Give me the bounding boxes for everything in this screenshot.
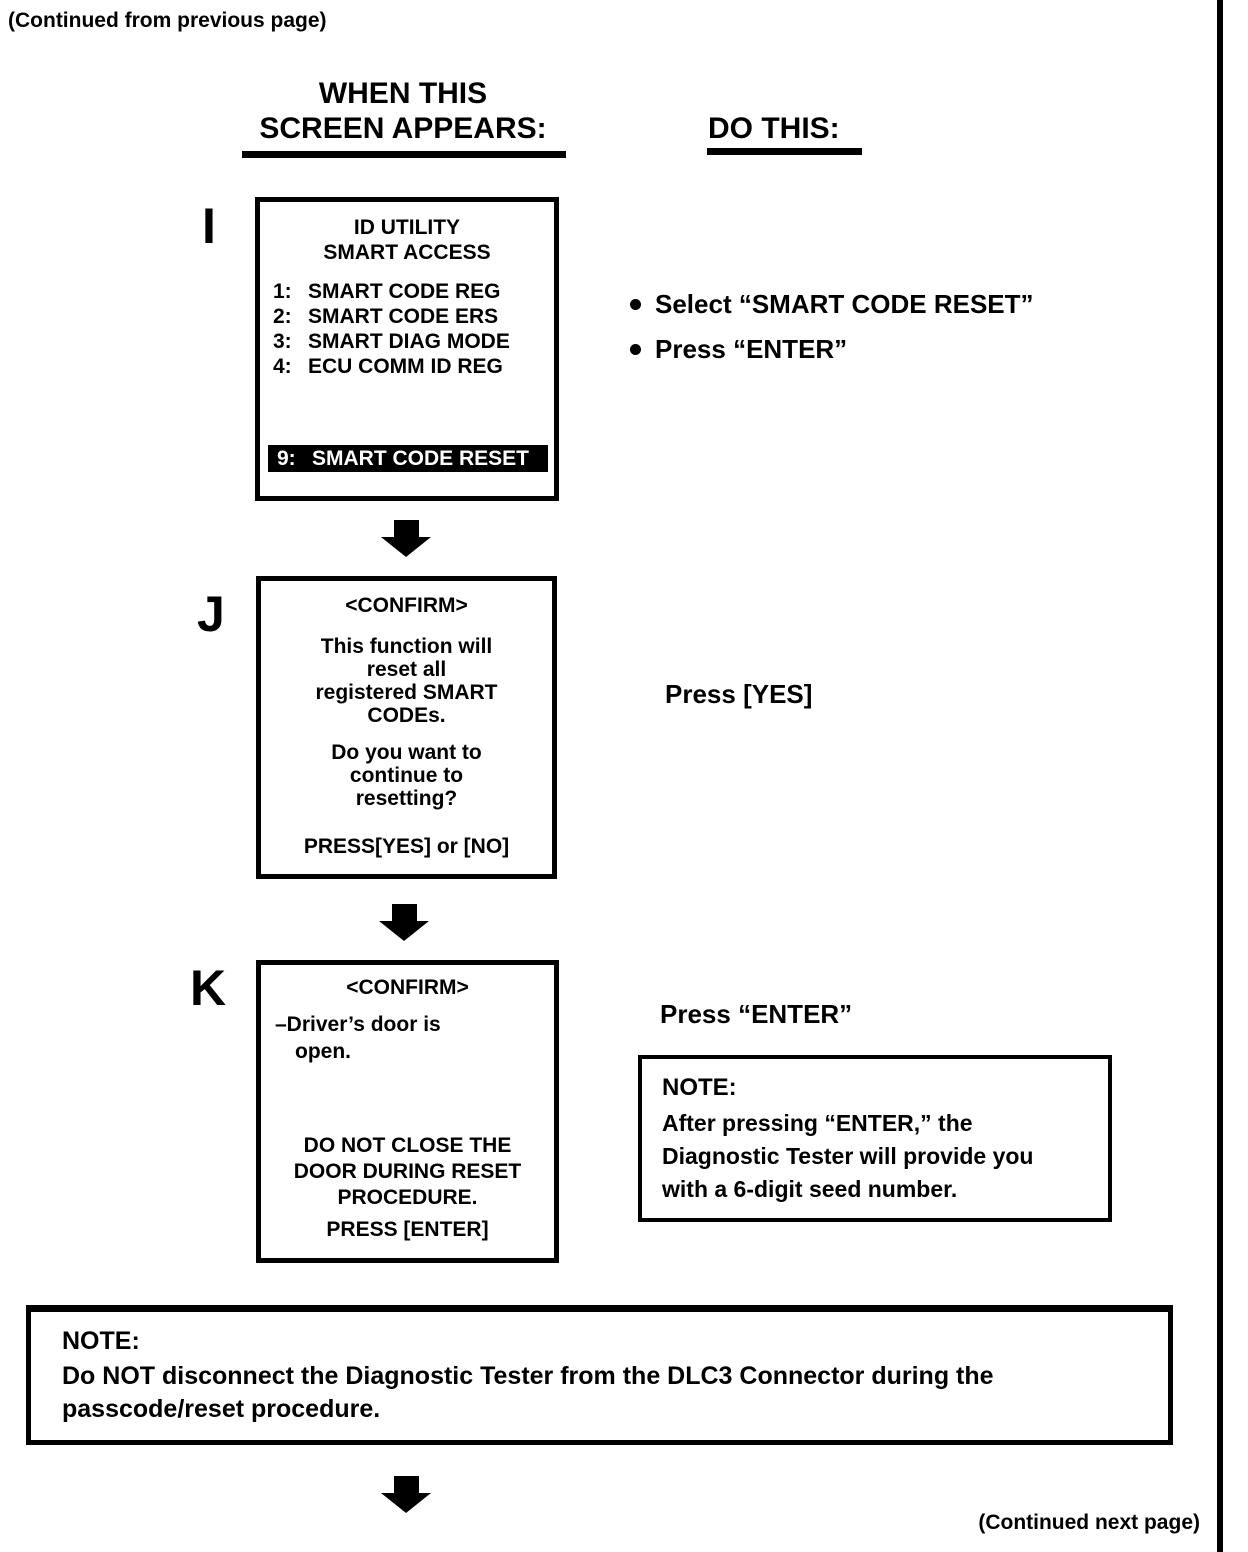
do-header-underline <box>707 148 862 155</box>
step-label-i: I <box>202 198 216 254</box>
screen-k-heading: <CONFIRM> <box>346 976 469 999</box>
screen-i-title: ID UTILITY SMART ACCESS <box>260 202 554 265</box>
screen-j-heading: <CONFIRM> <box>345 594 468 617</box>
screen-text-line: open. <box>295 1040 351 1063</box>
column-header-when: WHEN THIS SCREEN APPEARS: <box>240 76 566 146</box>
screen-text-line: This function will <box>320 635 493 658</box>
menu-item-highlighted: 9: SMART CODE RESET <box>268 445 548 472</box>
down-arrow-icon <box>381 520 431 557</box>
note-title: NOTE: <box>662 1074 737 1101</box>
screen-i-title-line1: ID UTILITY <box>353 216 461 239</box>
menu-item-label: ECU COMM ID REG <box>308 355 503 378</box>
tester-screen-k: <CONFIRM> –Driver’s door is open. DO NOT… <box>256 960 559 1263</box>
step-k-instruction: Press “ENTER” <box>660 999 853 1029</box>
menu-item-label: SMART CODE ERS <box>308 305 499 328</box>
screen-text-line: PROCEDURE. <box>337 1186 478 1209</box>
note-body: Do NOT disconnect the Diagnostic Tester … <box>62 1360 1168 1426</box>
screen-k-footer: PRESS [ENTER] <box>326 1218 489 1241</box>
screen-k-status: –Driver’s door is open. <box>261 1011 554 1065</box>
note-text-line: Diagnostic Tester will provide you <box>662 1143 1034 1169</box>
screen-text-line: registered SMART <box>315 681 498 704</box>
screen-i-title-line2: SMART ACCESS <box>323 241 491 264</box>
page-edge-line <box>1217 0 1223 1552</box>
menu-item: 1: SMART CODE REG <box>273 279 554 304</box>
bullet-dot-icon <box>630 344 641 355</box>
screen-text-line: CODEs. <box>367 704 446 727</box>
instruction-text: Select “SMART CODE RESET” <box>655 289 1034 319</box>
screen-text-line: reset all <box>366 658 447 681</box>
when-header-underline <box>242 151 566 158</box>
menu-item: 4: ECU COMM ID REG <box>273 354 554 379</box>
menu-item-label: SMART CODE REG <box>308 280 501 303</box>
screen-text-line: continue to <box>349 764 464 787</box>
screen-j-message-2: Do you want to continue to resetting? <box>261 741 552 810</box>
column-header-when-line2: SCREEN APPEARS: <box>259 112 547 145</box>
note-text-line: passcode/reset procedure. <box>62 1395 381 1423</box>
screen-text-line: Do you want to <box>331 741 482 764</box>
continued-from-text: (Continued from previous page) <box>8 9 327 32</box>
instruction-bullet: Press “ENTER” <box>630 333 1034 365</box>
menu-item-number: 3: <box>273 330 292 353</box>
instruction-bullet: Select “SMART CODE RESET” <box>630 288 1034 320</box>
screen-text-line: –Driver’s door is <box>275 1013 441 1036</box>
screen-text-line: resetting? <box>355 787 458 810</box>
screen-text-line: DOOR DURING RESET <box>293 1160 522 1183</box>
note-box-disconnect-warning: NOTE: Do NOT disconnect the Diagnostic T… <box>26 1305 1173 1445</box>
note-text-line: After pressing “ENTER,” the <box>662 1110 973 1136</box>
screen-i-menu: 1: SMART CODE REG 2: SMART CODE ERS 3: S… <box>260 279 554 379</box>
menu-item: 3: SMART DIAG MODE <box>273 329 554 354</box>
screen-j-footer: PRESS[YES] or [NO] <box>303 835 510 858</box>
menu-item-number: 2: <box>273 305 292 328</box>
instruction-text: Press “ENTER” <box>655 334 848 364</box>
tester-screen-i: ID UTILITY SMART ACCESS 1: SMART CODE RE… <box>255 197 559 501</box>
step-j-instruction: Press [YES] <box>665 679 813 709</box>
note-text-line: with a 6-digit seed number. <box>662 1176 958 1202</box>
continued-next-text: (Continued next page) <box>978 1511 1200 1534</box>
tester-screen-j: <CONFIRM> This function will reset all r… <box>256 576 557 879</box>
down-arrow-icon <box>381 1476 431 1513</box>
menu-item-label: SMART CODE RESET <box>312 447 530 470</box>
note-box-seed-number: NOTE: After pressing “ENTER,” the Diagno… <box>638 1055 1112 1222</box>
note-title: NOTE: <box>62 1327 140 1355</box>
note-text-line: Do NOT disconnect the Diagnostic Tester … <box>62 1362 994 1390</box>
menu-item-number: 1: <box>273 280 292 303</box>
screen-j-message-1: This function will reset all registered … <box>261 635 552 727</box>
screen-k-warning: DO NOT CLOSE THE DOOR DURING RESET PROCE… <box>261 1133 554 1211</box>
down-arrow-icon <box>379 904 429 941</box>
menu-item-label: SMART DIAG MODE <box>308 330 510 353</box>
step-label-k: K <box>190 960 227 1016</box>
bullet-dot-icon <box>630 299 641 310</box>
menu-item: 2: SMART CODE ERS <box>273 304 554 329</box>
column-header-when-line1: WHEN THIS <box>318 77 488 110</box>
screen-text-line: DO NOT CLOSE THE <box>303 1134 512 1157</box>
step-i-instructions: Select “SMART CODE RESET” Press “ENTER” <box>630 288 1034 365</box>
note-body: After pressing “ENTER,” the Diagnostic T… <box>662 1107 1108 1206</box>
column-header-do: DO THIS: <box>708 112 840 145</box>
step-label-j: J <box>197 586 225 642</box>
menu-item-number: 4: <box>273 355 292 378</box>
menu-item-number: 9: <box>277 447 296 470</box>
